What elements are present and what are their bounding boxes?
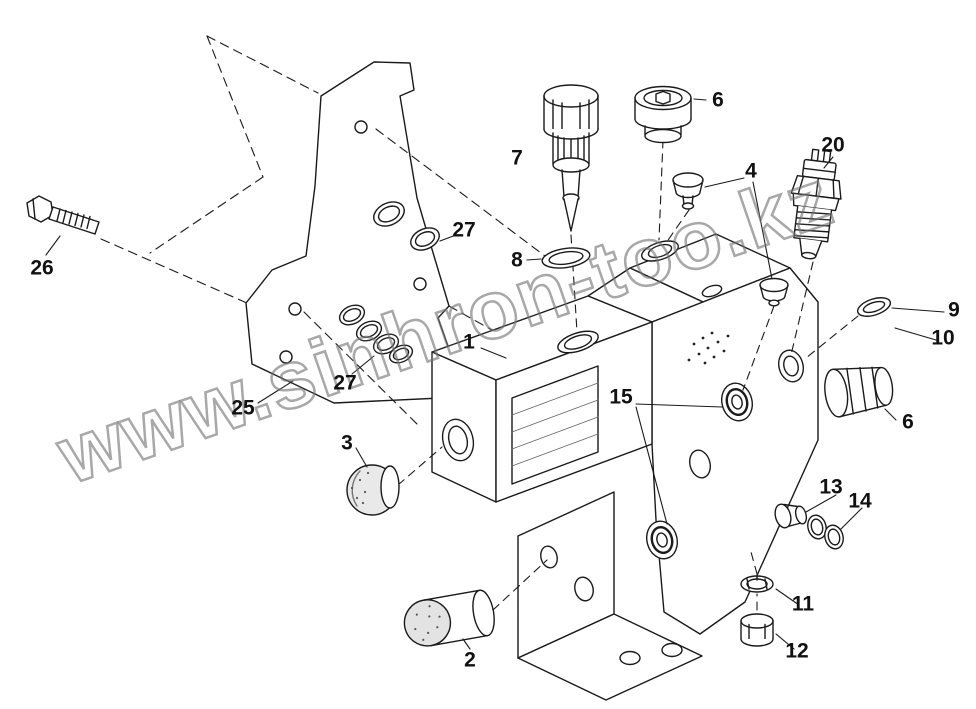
callout-26: 26 bbox=[30, 256, 54, 280]
callout-13: 13 bbox=[819, 475, 843, 499]
callout-6-right: 6 bbox=[902, 410, 914, 434]
sensor-20 bbox=[790, 148, 842, 260]
lock-washer-11 bbox=[740, 575, 774, 593]
callout-4: 4 bbox=[745, 159, 757, 183]
callout-27-lower: 27 bbox=[333, 371, 357, 395]
socket-plug-6-top bbox=[634, 85, 692, 144]
callout-25: 25 bbox=[231, 396, 255, 420]
rings-14 bbox=[807, 514, 844, 550]
leader-lines bbox=[45, 98, 945, 650]
breather-caps-4 bbox=[672, 172, 789, 307]
callout-12: 12 bbox=[785, 639, 809, 663]
bolt-26 bbox=[26, 195, 100, 235]
callout-10: 10 bbox=[931, 326, 955, 350]
stipple-detail bbox=[687, 331, 730, 365]
seal-ring-8 bbox=[541, 247, 591, 269]
axis-lines bbox=[397, 139, 859, 611]
mounting-bracket-25 bbox=[245, 61, 450, 404]
o-rings-27-upper bbox=[373, 201, 440, 251]
washer-9 bbox=[856, 297, 892, 317]
valve-body-1 bbox=[431, 233, 819, 701]
dome-plug-3 bbox=[346, 464, 400, 516]
callout-27-top: 27 bbox=[452, 218, 476, 242]
hex-bolt-12 bbox=[740, 613, 774, 647]
large-plug-2 bbox=[403, 589, 495, 647]
plug-13 bbox=[774, 503, 808, 529]
callout-3: 3 bbox=[341, 431, 353, 455]
callout-2: 2 bbox=[464, 648, 476, 672]
callout-6-top: 6 bbox=[712, 88, 724, 112]
valve-cap-7 bbox=[543, 84, 599, 232]
callout-11: 11 bbox=[791, 592, 815, 616]
construction-lines bbox=[100, 35, 319, 304]
o-rings-27-lower bbox=[338, 304, 414, 364]
callout-9: 9 bbox=[948, 298, 960, 322]
callout-7: 7 bbox=[511, 146, 523, 170]
callout-15: 15 bbox=[609, 385, 633, 409]
callout-20: 20 bbox=[821, 133, 845, 157]
callout-8: 8 bbox=[511, 248, 523, 272]
callout-1: 1 bbox=[463, 330, 475, 354]
callout-14: 14 bbox=[848, 489, 872, 513]
hex-plug-6-right bbox=[824, 366, 894, 418]
